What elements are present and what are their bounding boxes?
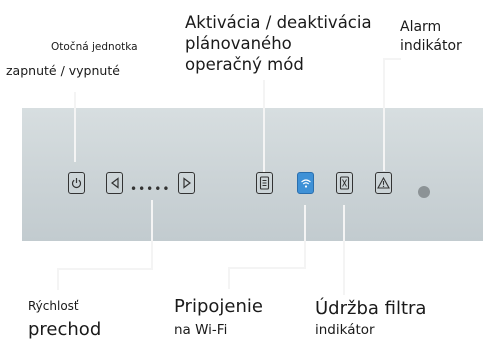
leader-line-filter [343,205,345,295]
filter-button[interactable] [336,172,353,194]
speed-label-line2: prechod [28,319,102,340]
power-title-label: Otočná jednotka [51,41,138,53]
power-subtitle-label: zapnuté / vypnuté [6,63,120,78]
leader-line-wifi-down [228,267,230,289]
alarm-button[interactable] [375,172,392,194]
speed-level-indicator: ••••• [130,182,171,196]
speed-down-button[interactable] [106,172,123,194]
schedule-button[interactable] [256,172,273,194]
power-button[interactable] [68,172,85,194]
filter-icon [339,176,350,190]
leader-line-alarm-vertical [383,58,385,171]
leader-line-speed-up [151,200,153,270]
schedule-label-line3: operačný mód [185,55,304,74]
schedule-icon [259,176,270,190]
wifi-button[interactable] [297,172,314,194]
leader-line-speed-down [57,268,59,290]
leader-line-speed-across [57,268,153,270]
leader-line-wifi-across [228,267,306,269]
chevron-left-icon [110,177,119,189]
leader-line-alarm [383,58,401,60]
schedule-label-line2: plánovaného [185,34,292,53]
leader-line-wifi-up [304,205,306,269]
speed-up-button[interactable] [178,172,195,194]
wifi-icon [300,179,311,188]
schedule-label-line1: Aktivácia / deaktivácia [185,13,372,32]
filter-label-line1: Údržba filtra [315,298,427,319]
wifi-label-line2: na Wi-Fi [174,322,228,338]
warning-icon [377,177,390,189]
alarm-label-line1: Alarm [400,19,442,35]
leader-line-power [74,92,76,162]
status-led [418,186,430,198]
wifi-label-line1: Pripojenie [174,296,263,317]
chevron-right-icon [182,177,191,189]
leader-line-schedule [263,80,265,173]
power-icon [71,178,82,188]
alarm-label-line2: indikátor [400,38,462,54]
speed-label-line1: Rýchlosť [28,299,79,313]
control-panel [22,108,483,241]
filter-label-line2: indikátor [315,322,375,338]
